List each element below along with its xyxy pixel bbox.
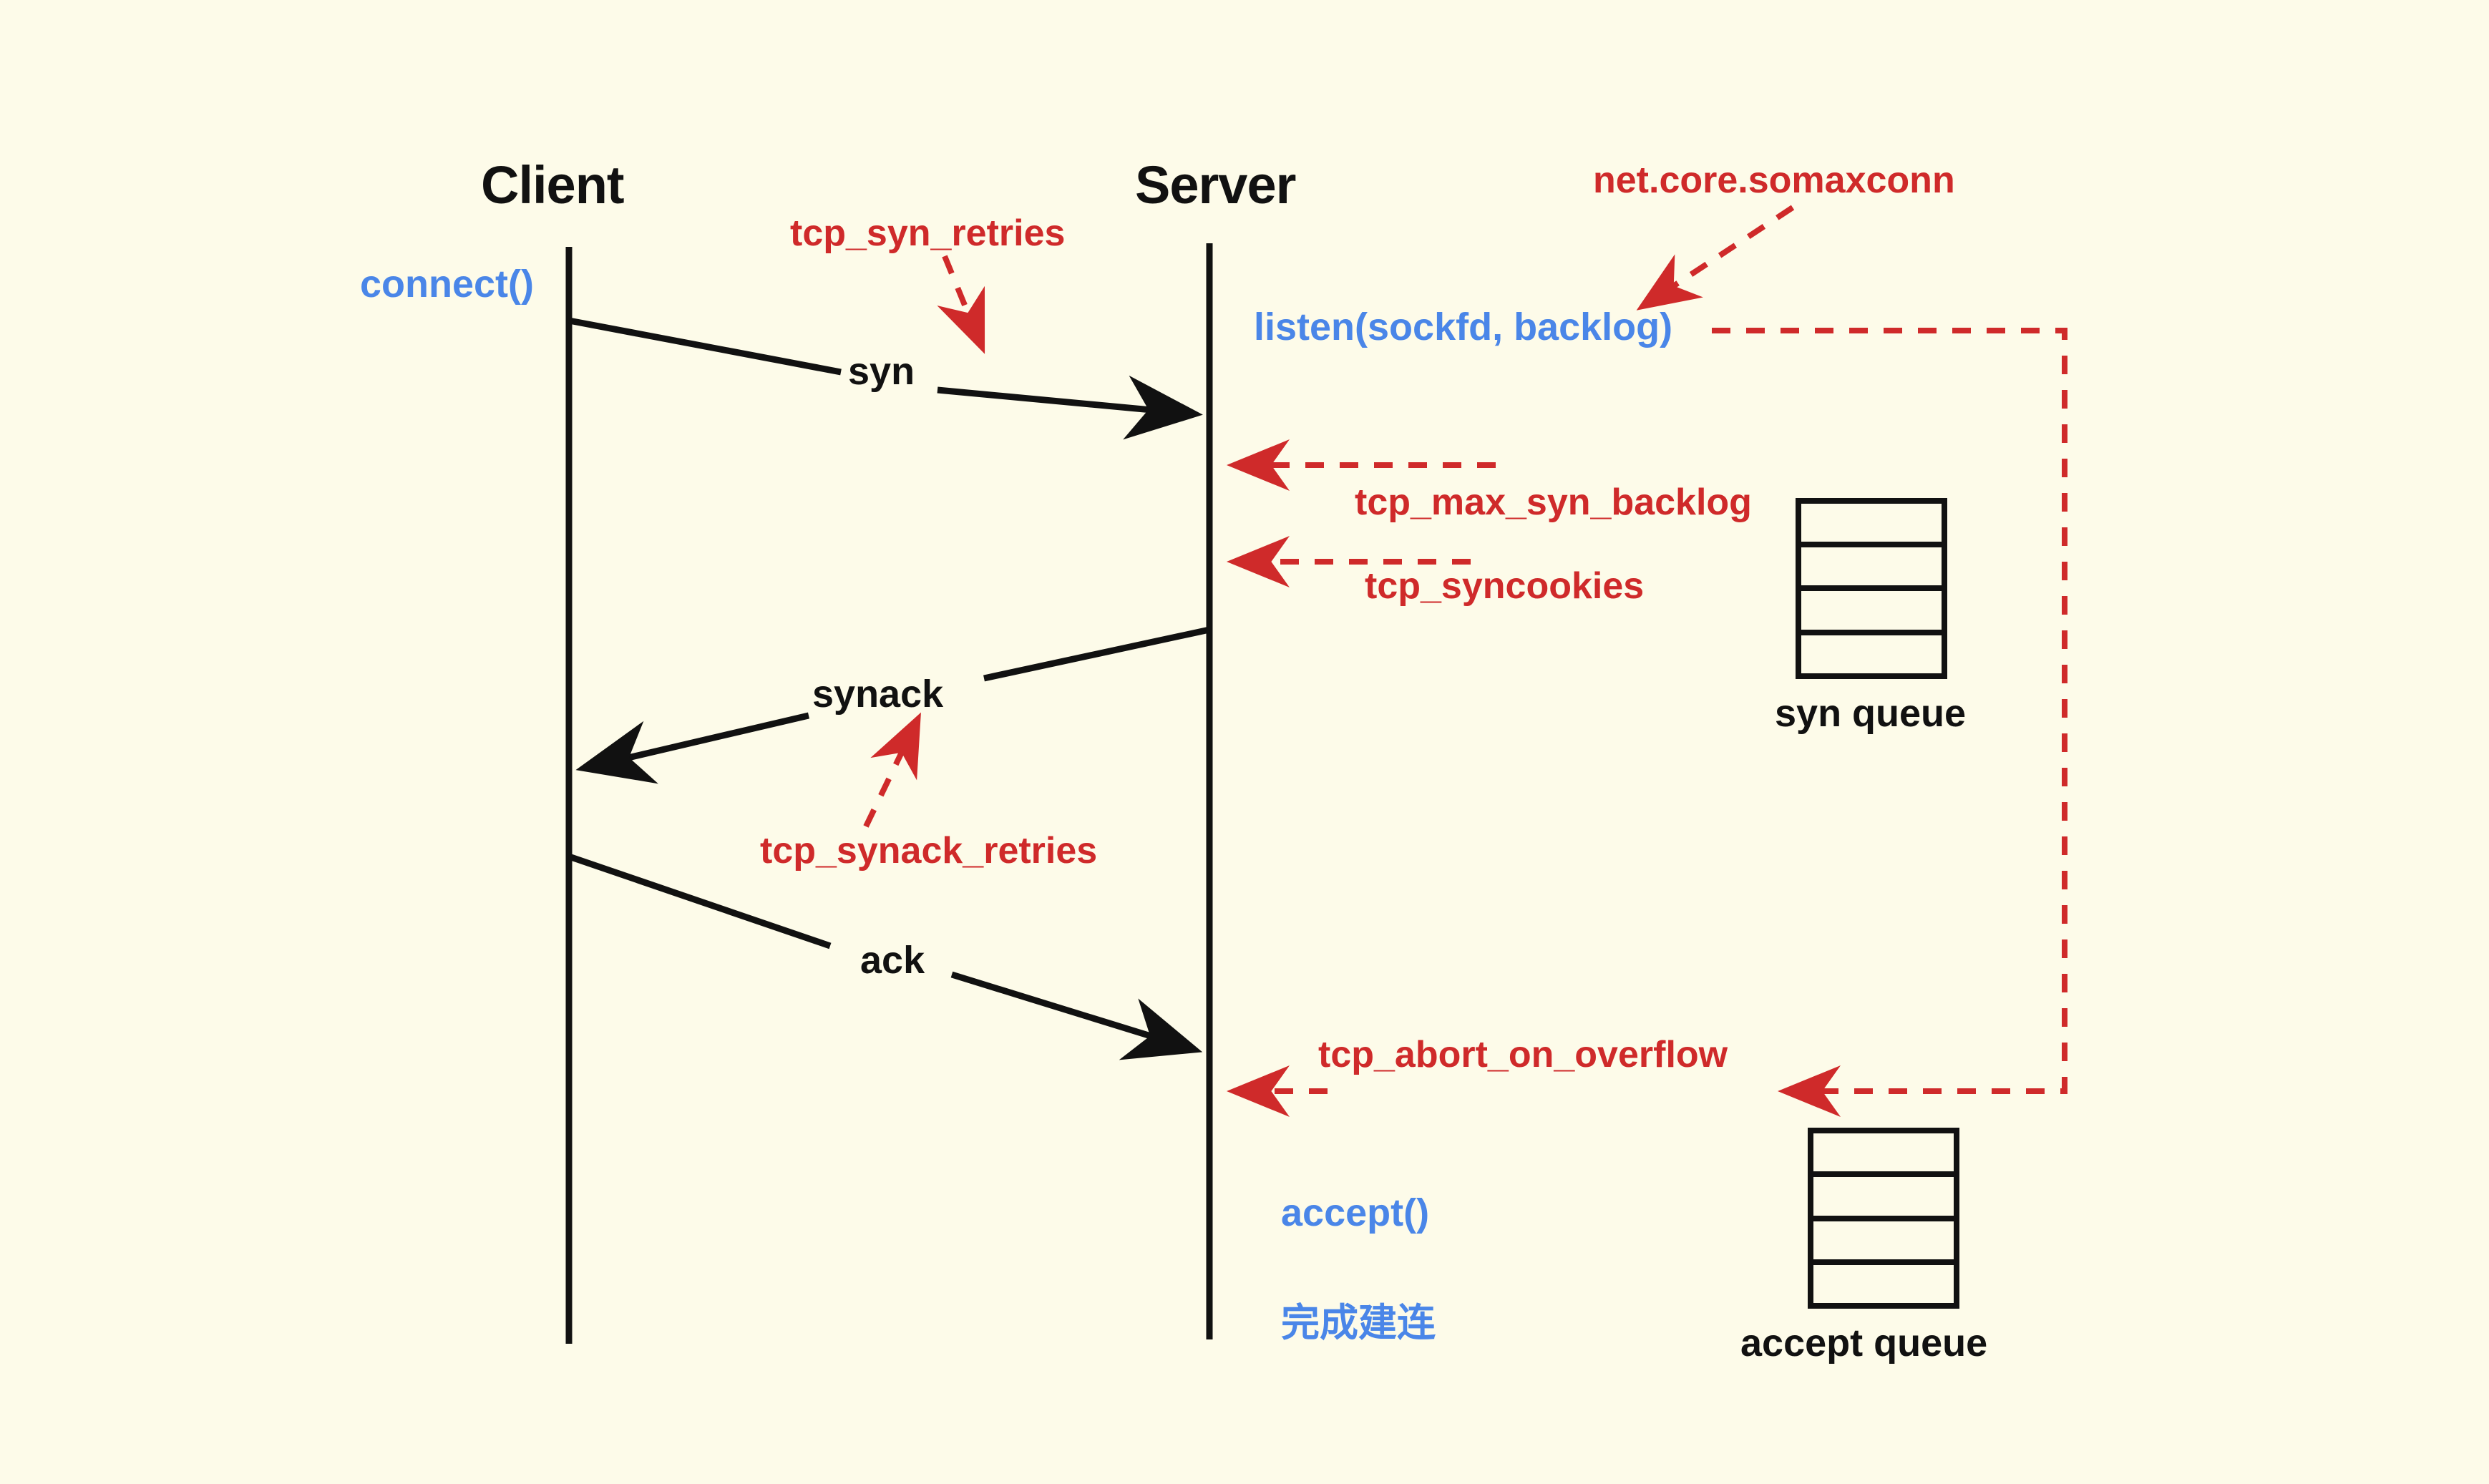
api-call-accept: accept() [1281, 1191, 1430, 1234]
sysctl-label-tcp-synack-retries: tcp_synack_retries [760, 830, 1098, 872]
syn-arrow-seg2 [937, 375, 1203, 440]
message-label-synack: synack [812, 673, 944, 716]
sysctl-label-net-core-somaxconn: net.core.somaxconn [1593, 160, 1955, 201]
tcp-syn-retries-pointer [937, 255, 985, 354]
api-call-connect: connect() [360, 263, 534, 306]
synack-arrow-seg1 [983, 626, 1210, 682]
actor-label-client: Client [481, 155, 625, 215]
ack-arrow-seg2 [950, 971, 1203, 1060]
queue-label-syn-queue: syn queue [1775, 692, 1967, 735]
message-label-syn: syn [848, 350, 915, 393]
api-call-established: 完成建连 [1281, 1300, 1436, 1345]
actor-label-server: Server [1135, 155, 1296, 215]
sysctl-label-tcp-max-syn-backlog: tcp_max_syn_backlog [1355, 482, 1752, 523]
net-core-somaxconn-pointer [1636, 205, 1795, 311]
queue-label-accept-queue: accept queue [1740, 1322, 1988, 1365]
sysctl-label-tcp-syncookies: tcp_syncookies [1365, 565, 1645, 607]
tcp-synack-retries-pointer [863, 712, 921, 828]
accept-queue-box [1808, 1128, 1959, 1309]
syn-queue-box [1796, 498, 1947, 679]
backlog-routing-path [1712, 328, 2067, 1117]
sysctl-label-tcp-abort-on-overflow: tcp_abort_on_overflow [1318, 1034, 1728, 1075]
synack-arrow-seg2 [575, 712, 810, 784]
sysctl-label-tcp-syn-retries: tcp_syn_retries [790, 213, 1066, 254]
ack-arrow-seg1 [568, 853, 832, 950]
syn-arrow-seg1 [568, 317, 842, 376]
api-call-listen: listen(sockfd, backlog) [1254, 306, 1673, 348]
message-label-ack: ack [860, 939, 925, 982]
